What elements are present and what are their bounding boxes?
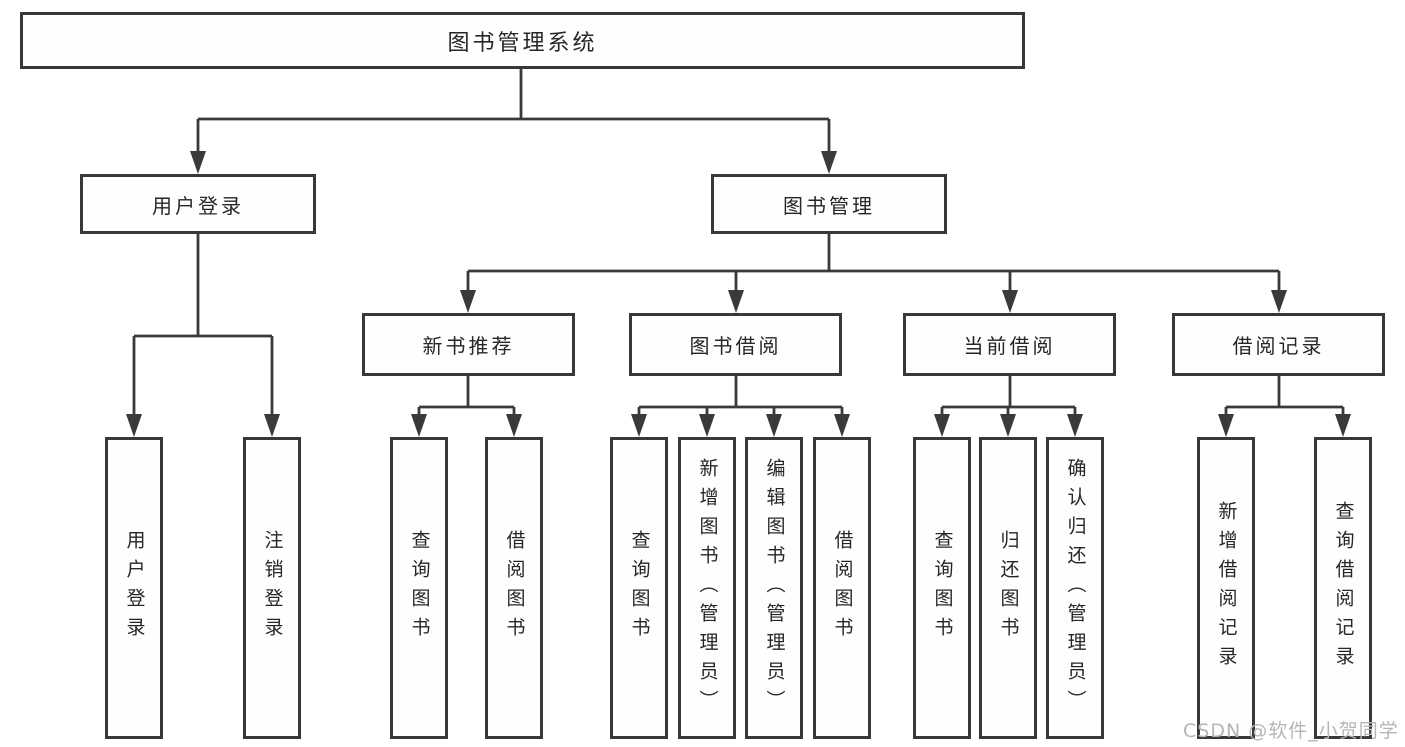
node-query-borrow-record: 查询借阅记录 (1314, 437, 1372, 739)
node-label: 归还图书 (997, 530, 1020, 646)
node-query-books-current: 查询图书 (913, 437, 971, 739)
connector-root-to-level2 (190, 69, 837, 174)
node-label: 确认归还（管理员） (1064, 457, 1087, 719)
node-new-book-recommendation: 新书推荐 (362, 313, 575, 376)
connector-login-to-leaves (126, 234, 280, 437)
node-library-management-system: 图书管理系统 (20, 12, 1025, 69)
csdn-watermark: CSDN @软件_小贺同学 (1183, 720, 1399, 742)
connector-record-to-leaves (1218, 376, 1351, 437)
node-label: 注销登录 (261, 530, 284, 646)
node-label: 新增借阅记录 (1215, 501, 1238, 675)
node-logout-leaf: 注销登录 (243, 437, 301, 739)
node-confirm-return-admin: 确认归还（管理员） (1046, 437, 1104, 739)
node-label: 当前借阅 (963, 334, 1056, 358)
node-borrow-books-newrec: 借阅图书 (485, 437, 543, 739)
node-add-borrow-record: 新增借阅记录 (1197, 437, 1255, 739)
node-return-book: 归还图书 (979, 437, 1037, 739)
node-label: 查询图书 (931, 530, 954, 646)
node-book-borrowing: 图书借阅 (629, 313, 842, 376)
node-label: 图书借阅 (689, 334, 782, 358)
node-add-book-admin: 新增图书（管理员） (678, 437, 736, 739)
node-label: 查询图书 (408, 530, 431, 646)
node-user-login-leaf: 用户登录 (105, 437, 163, 739)
node-query-books-newrec: 查询图书 (390, 437, 448, 739)
node-user-login-branch: 用户登录 (80, 174, 316, 234)
node-current-borrowing: 当前借阅 (903, 313, 1116, 376)
node-edit-book-admin: 编辑图书（管理员） (745, 437, 803, 739)
connector-borrow-to-leaves (631, 376, 850, 437)
node-label: 图书管理系统 (447, 30, 598, 56)
node-query-books-borrowing: 查询图书 (610, 437, 668, 739)
node-book-management-branch: 图书管理 (711, 174, 947, 234)
node-borrowing-records: 借阅记录 (1172, 313, 1385, 376)
node-label: 编辑图书（管理员） (763, 457, 786, 719)
node-label: 借阅图书 (503, 530, 526, 646)
node-label: 新增图书（管理员） (696, 457, 719, 719)
node-label: 查询借阅记录 (1332, 501, 1355, 675)
connector-mgmt-to-level3 (460, 234, 1287, 313)
node-label: 借阅图书 (831, 530, 854, 646)
node-label: 借阅记录 (1232, 334, 1325, 358)
node-label: 查询图书 (628, 530, 651, 646)
connector-current-to-leaves (934, 376, 1083, 437)
node-label: 用户登录 (152, 193, 244, 218)
node-borrow-books-borrowing: 借阅图书 (813, 437, 871, 739)
node-label: 用户登录 (123, 530, 146, 646)
node-label: 新书推荐 (422, 334, 515, 358)
node-label: 图书管理 (783, 193, 875, 218)
connector-newrec-to-leaves (411, 376, 522, 437)
